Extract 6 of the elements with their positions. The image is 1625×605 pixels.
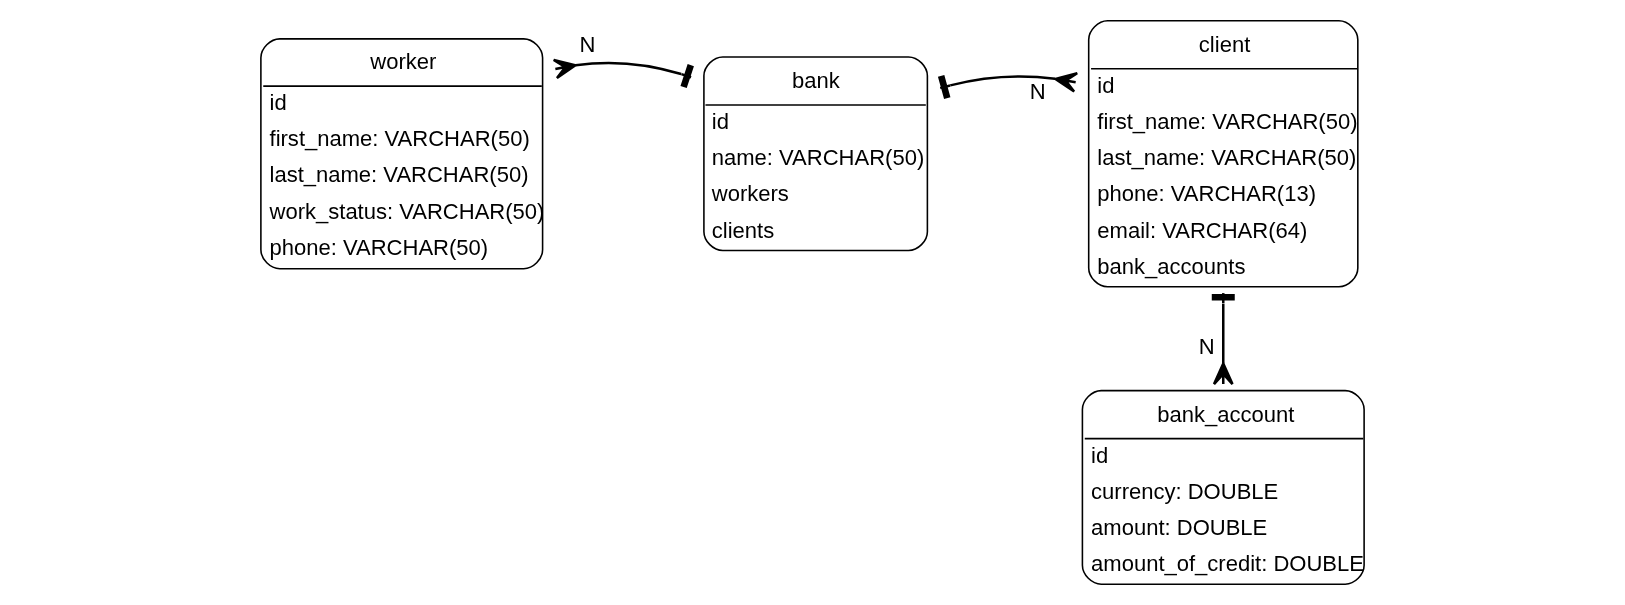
edge-label: N <box>1198 334 1215 360</box>
edge-label: N <box>1029 78 1046 104</box>
connector <box>937 72 1079 100</box>
connector <box>552 58 694 88</box>
connector <box>1211 293 1235 386</box>
edge-label: N <box>579 31 596 57</box>
